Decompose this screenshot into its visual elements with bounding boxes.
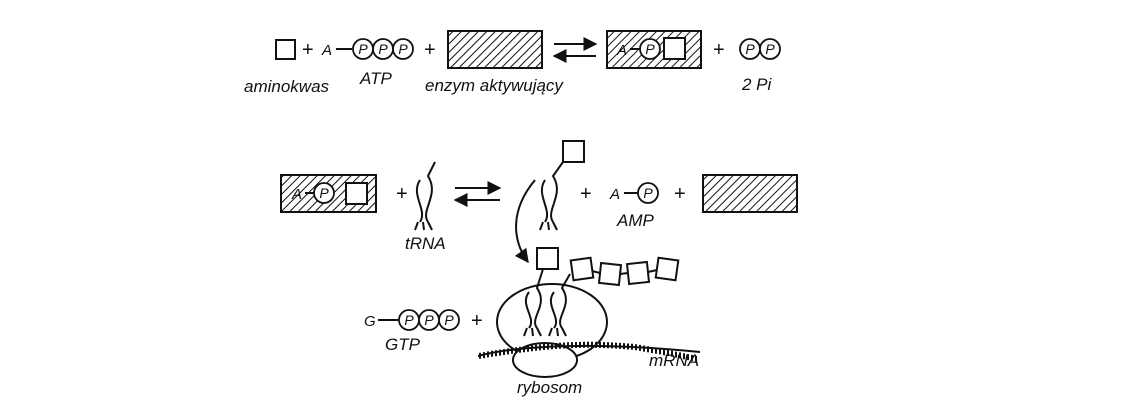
plus-sign: + xyxy=(424,39,436,61)
phosphate-circle xyxy=(392,38,414,60)
atp-label: ATP xyxy=(359,69,392,88)
mrna-teeth xyxy=(479,341,697,362)
phosphate-letter: P xyxy=(378,41,388,57)
phosphate-letter: P xyxy=(745,41,755,57)
adenosine-symbol: A xyxy=(291,186,302,203)
pyrophosphate-label: 2 Pi xyxy=(741,75,773,94)
adenosine-symbol: A xyxy=(616,42,627,59)
adenosine-symbol: A xyxy=(609,186,620,203)
phosphate-letter: P xyxy=(424,312,434,328)
aminoacid-square xyxy=(562,140,585,163)
delivery-arrow xyxy=(514,179,536,264)
trna-in-ribosome xyxy=(548,273,571,337)
plus-sign: + xyxy=(580,183,592,205)
reaction-row-2: A P + tRNA + A P + xyxy=(280,140,798,264)
trna-label: tRNA xyxy=(405,234,446,253)
phosphate-letter: P xyxy=(358,41,368,57)
guanosine-symbol: G xyxy=(364,313,376,330)
phosphate-letter: P xyxy=(444,312,454,328)
ribosome-assembly: G P P P + GTP mRNA rybosom xyxy=(364,247,701,397)
aminoacid-square xyxy=(663,37,686,60)
enzyme-label: enzym aktywujący xyxy=(425,76,564,95)
ribosome-label: rybosom xyxy=(517,378,582,397)
reaction-row-1: + A P P P + A P + P P aminokwas ATP enzy… xyxy=(244,30,781,96)
aminoacyl-trna xyxy=(539,140,585,231)
aminoacid-square xyxy=(597,261,623,287)
aminoacid-square xyxy=(536,247,559,270)
activating-enzyme-box xyxy=(447,30,543,69)
aminoacid-square xyxy=(345,182,368,205)
aminoacid-square xyxy=(654,256,680,282)
gtp-label: GTP xyxy=(385,335,421,354)
phosphate-letter: P xyxy=(645,41,655,57)
phosphate-letter: P xyxy=(765,41,775,57)
peptide-bond xyxy=(591,270,601,274)
plus-sign: + xyxy=(396,183,408,205)
phosphate-letter: P xyxy=(643,185,653,201)
peptide-bond xyxy=(619,272,629,275)
aminoacid-square xyxy=(275,39,296,60)
plus-sign: + xyxy=(713,39,725,61)
plus-sign: + xyxy=(471,310,483,332)
phosphate-letter: P xyxy=(319,185,329,201)
free-enzyme-box xyxy=(702,174,798,213)
mrna-label: mRNA xyxy=(649,351,699,370)
amp-label: AMP xyxy=(616,211,655,230)
phosphate-circle xyxy=(637,182,659,204)
trna-in-ribosome xyxy=(523,247,559,337)
peptide-chain xyxy=(569,256,680,287)
phosphate-letter: P xyxy=(398,41,408,57)
peptide-bond xyxy=(647,269,658,273)
aminoacid-square xyxy=(625,260,651,286)
phosphate-circle xyxy=(639,38,661,60)
trna-molecule xyxy=(414,161,436,231)
phosphate-circle xyxy=(759,38,781,60)
plus-sign: + xyxy=(302,39,314,61)
adenosine-symbol: A xyxy=(321,42,332,59)
plus-sign: + xyxy=(674,183,686,205)
phosphate-circle xyxy=(438,309,460,331)
aminoacid-label: aminokwas xyxy=(244,77,330,96)
phosphate-letter: P xyxy=(404,312,414,328)
phosphate-circle xyxy=(313,182,335,204)
aminoacid-square xyxy=(569,256,595,282)
